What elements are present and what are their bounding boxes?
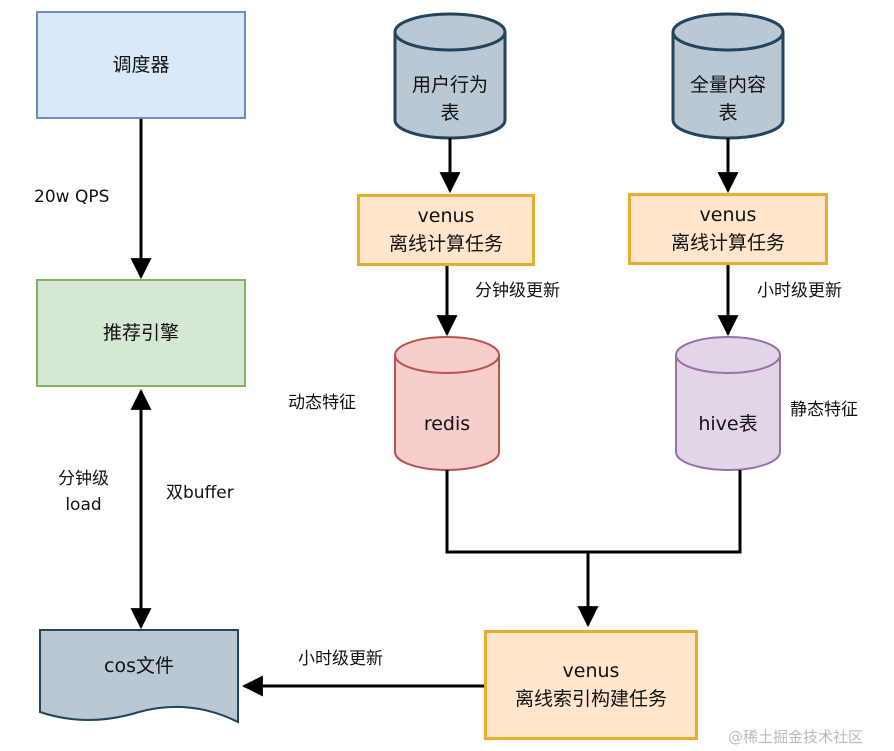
- redis-label: redis: [423, 413, 471, 435]
- full-content-text: 全量内容 表: [673, 71, 783, 127]
- user-behavior-line2: 表: [440, 102, 460, 124]
- scheduler-label: 调度器: [112, 54, 170, 76]
- watermark: @稀土掘金技术社区: [728, 728, 864, 746]
- scheduler-box: 调度器: [36, 11, 246, 119]
- venus-right-line2: 离线计算任务: [670, 232, 785, 254]
- user-behavior-line1: 用户行为: [411, 74, 488, 96]
- venus-right-line1: venus: [699, 204, 757, 226]
- hour-update-bottom-label: 小时级更新: [298, 649, 383, 669]
- static-feature-label: 静态特征: [790, 400, 858, 420]
- user-behavior-text: 用户行为 表: [395, 71, 505, 127]
- qps-label: 20w QPS: [34, 187, 110, 207]
- connector-redis-hive: [445, 470, 742, 554]
- minute-load-label: 分钟级 load: [58, 466, 109, 518]
- hive-text: hive表: [676, 410, 780, 438]
- cos-file-label: cos文件: [104, 655, 174, 677]
- redis-text: redis: [395, 410, 499, 438]
- minute-load-line1: 分钟级: [58, 469, 109, 489]
- venus-left-line2: 离线计算任务: [388, 233, 503, 255]
- venus-left-box: venus 离线计算任务: [357, 194, 535, 266]
- venus-right-box: venus 离线计算任务: [628, 193, 828, 265]
- full-content-line1: 全量内容: [689, 74, 766, 96]
- cos-file-text: cos文件: [40, 652, 238, 680]
- venus-index-line1: venus: [562, 660, 620, 682]
- engine-label: 推荐引擎: [102, 322, 179, 344]
- venus-left-line1: venus: [417, 205, 475, 227]
- dynamic-feature-label: 动态特征: [288, 393, 356, 413]
- full-content-line2: 表: [718, 102, 738, 124]
- minute-update-label: 分钟级更新: [475, 281, 560, 301]
- hive-cylinder: [675, 336, 781, 471]
- cos-file-shape: [39, 629, 239, 724]
- hour-update-right-label: 小时级更新: [757, 281, 842, 301]
- redis-cylinder: [394, 336, 500, 471]
- full-content-cylinder: [671, 12, 785, 140]
- venus-index-line2: 离线索引构建任务: [514, 688, 667, 710]
- double-buffer-label: 双buffer: [166, 483, 234, 503]
- venus-index-box: venus 离线索引构建任务: [484, 630, 698, 740]
- minute-load-line2: load: [65, 495, 102, 515]
- engine-box: 推荐引擎: [36, 279, 246, 387]
- hive-label: hive表: [698, 413, 758, 435]
